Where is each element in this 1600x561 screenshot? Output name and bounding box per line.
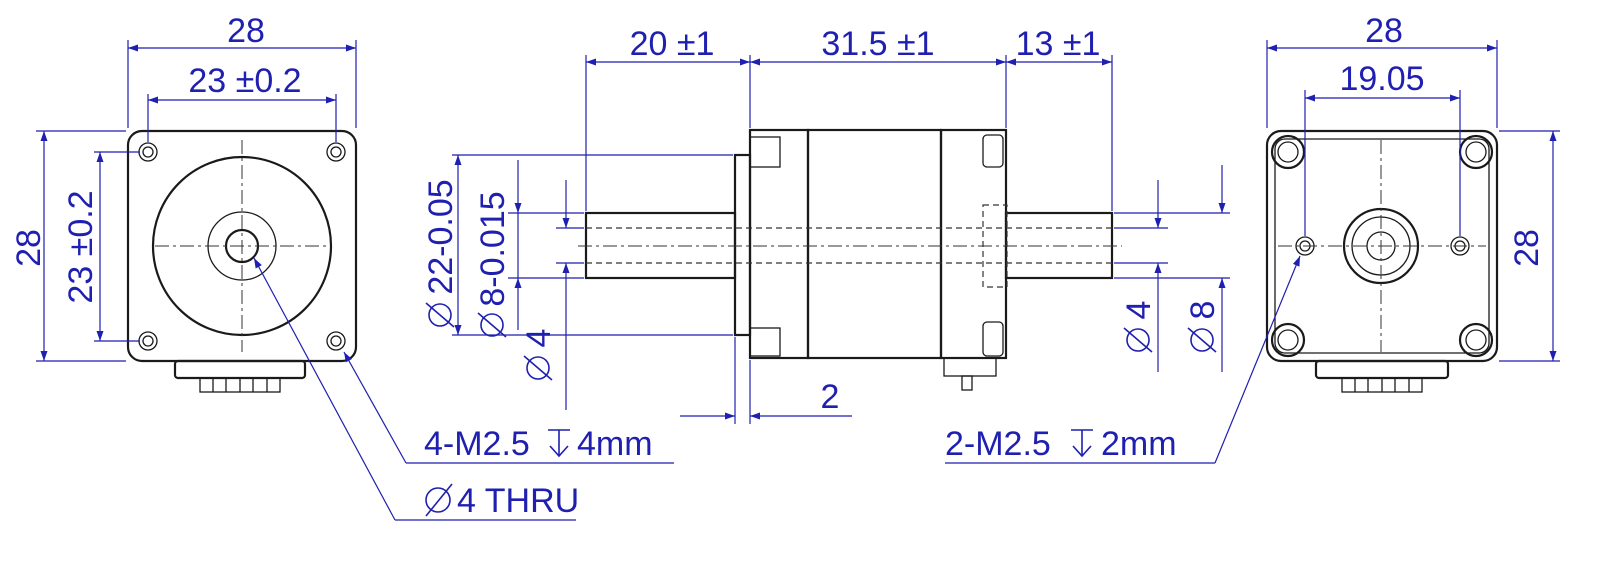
svg-text:4 THRU: 4 THRU [457,482,579,520]
front-holes-callout: 4-M2.5 4mm [424,425,653,463]
front-width-dim: 28 [227,12,265,50]
rear-hole-spacing-dim: 19.05 [1339,60,1424,98]
body-length-dim: 31.5 ±1 [821,25,934,63]
rear-shaft-length-dim: 13 ±1 [1016,25,1101,63]
side-screws [749,134,1004,391]
rear-holes-callout: 2-M2.5 2mm [945,425,1177,463]
rear-bore-dia-dim: 4 [1120,301,1158,353]
svg-text:8-0.015: 8-0.015 [474,191,512,306]
svg-text:22-0.05: 22-0.05 [422,179,460,294]
svg-text:2mm: 2mm [1101,425,1177,463]
diameter-symbol-icon [425,483,453,517]
rear-shaft-dia-dim: 8 [1184,301,1222,353]
svg-text:8: 8 [1184,301,1222,320]
front-bore-leader [253,257,396,521]
motor-body [806,128,943,360]
svg-text:4-M2.5: 4-M2.5 [424,425,530,463]
side-view: 20 ±1 31.5 ±1 13 ±1 22-0.05 8-0.015 4 [422,25,1230,424]
front-bore-callout: 4 THRU [425,482,579,520]
front-hole-vspacing-dim: 23 ±0.2 [62,190,100,303]
front-end-cap [748,128,810,360]
front-hole-spacing-dim: 23 ±0.2 [188,62,301,100]
svg-text:2-M2.5: 2-M2.5 [945,425,1051,463]
rear-height-dim: 28 [1508,229,1546,267]
front-connector [173,359,307,393]
bore-dia-dim: 4 [520,329,558,381]
rear-end-cap [939,128,1008,360]
rear-holes-leader [1214,255,1301,464]
pilot-thickness-dim: 2 [821,378,840,416]
front-height-dim: 28 [10,229,48,267]
svg-text:4: 4 [520,329,558,348]
rear-connector [1314,359,1450,393]
front-shaft-length-dim: 20 ±1 [630,25,715,63]
svg-text:4mm: 4mm [577,425,653,463]
rear-view: 28 19.05 28 [945,12,1560,464]
pilot-boss [733,153,752,337]
depth-symbol-icon [1071,429,1093,458]
depth-symbol-icon [548,429,570,458]
rear-width-dim: 28 [1365,12,1403,50]
pilot-dia-dim: 22-0.05 [422,179,460,328]
svg-text:4: 4 [1120,301,1158,320]
front-holes-leader [343,351,407,464]
shaft-dia-dim: 8-0.015 [474,191,512,338]
front-view: 28 23 ±0.2 28 23 ±0.2 [10,12,674,521]
